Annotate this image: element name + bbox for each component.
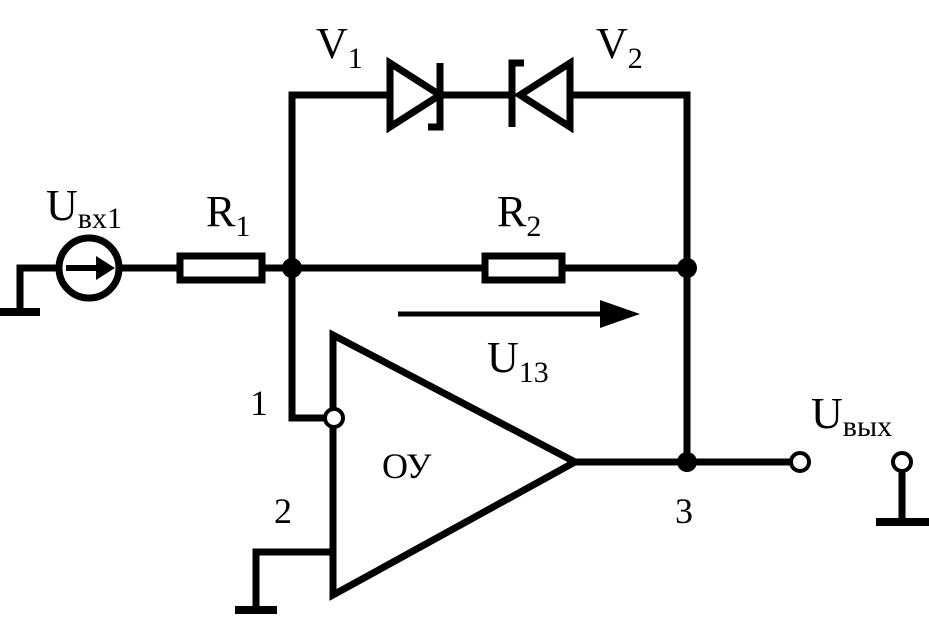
wire-noninverting-ground (252, 548, 337, 614)
output-terminal-icon (789, 451, 811, 473)
label-pin2: 2 (274, 491, 292, 531)
label-r2: R2 (497, 187, 541, 243)
wire-inverting-input (288, 264, 329, 422)
wires (16, 91, 797, 614)
label-u13: U13 (487, 333, 549, 389)
voltage-source-icon (55, 234, 123, 302)
label-r1: R1 (206, 187, 250, 243)
resistor-r2-icon (481, 252, 566, 284)
wire-feedback-left (288, 91, 394, 272)
node-dot-icon (677, 452, 697, 472)
label-uout: Uвых (811, 389, 892, 443)
arrow-icon (398, 300, 640, 328)
wire-feedback-right (566, 91, 691, 466)
label-opamp: ОУ (382, 446, 432, 486)
resistor-r1-icon (176, 252, 266, 284)
zener-diode-v2-icon (508, 56, 574, 134)
inverting-input-terminal-icon (323, 407, 345, 429)
label-pin1: 1 (250, 383, 268, 423)
label-v1: V1 (316, 19, 363, 75)
label-uin: Uвх1 (46, 181, 122, 235)
node-dot-icon (677, 258, 697, 278)
label-pin3: 3 (675, 491, 693, 531)
op-amp-icon (329, 329, 583, 601)
label-v2: V2 (596, 19, 643, 75)
zener-diode-v1-icon (386, 56, 447, 134)
ground-icon (876, 470, 929, 526)
node-dot-icon (282, 258, 302, 278)
ground-terminal-icon (891, 451, 913, 473)
wire-input-ground (16, 264, 59, 316)
